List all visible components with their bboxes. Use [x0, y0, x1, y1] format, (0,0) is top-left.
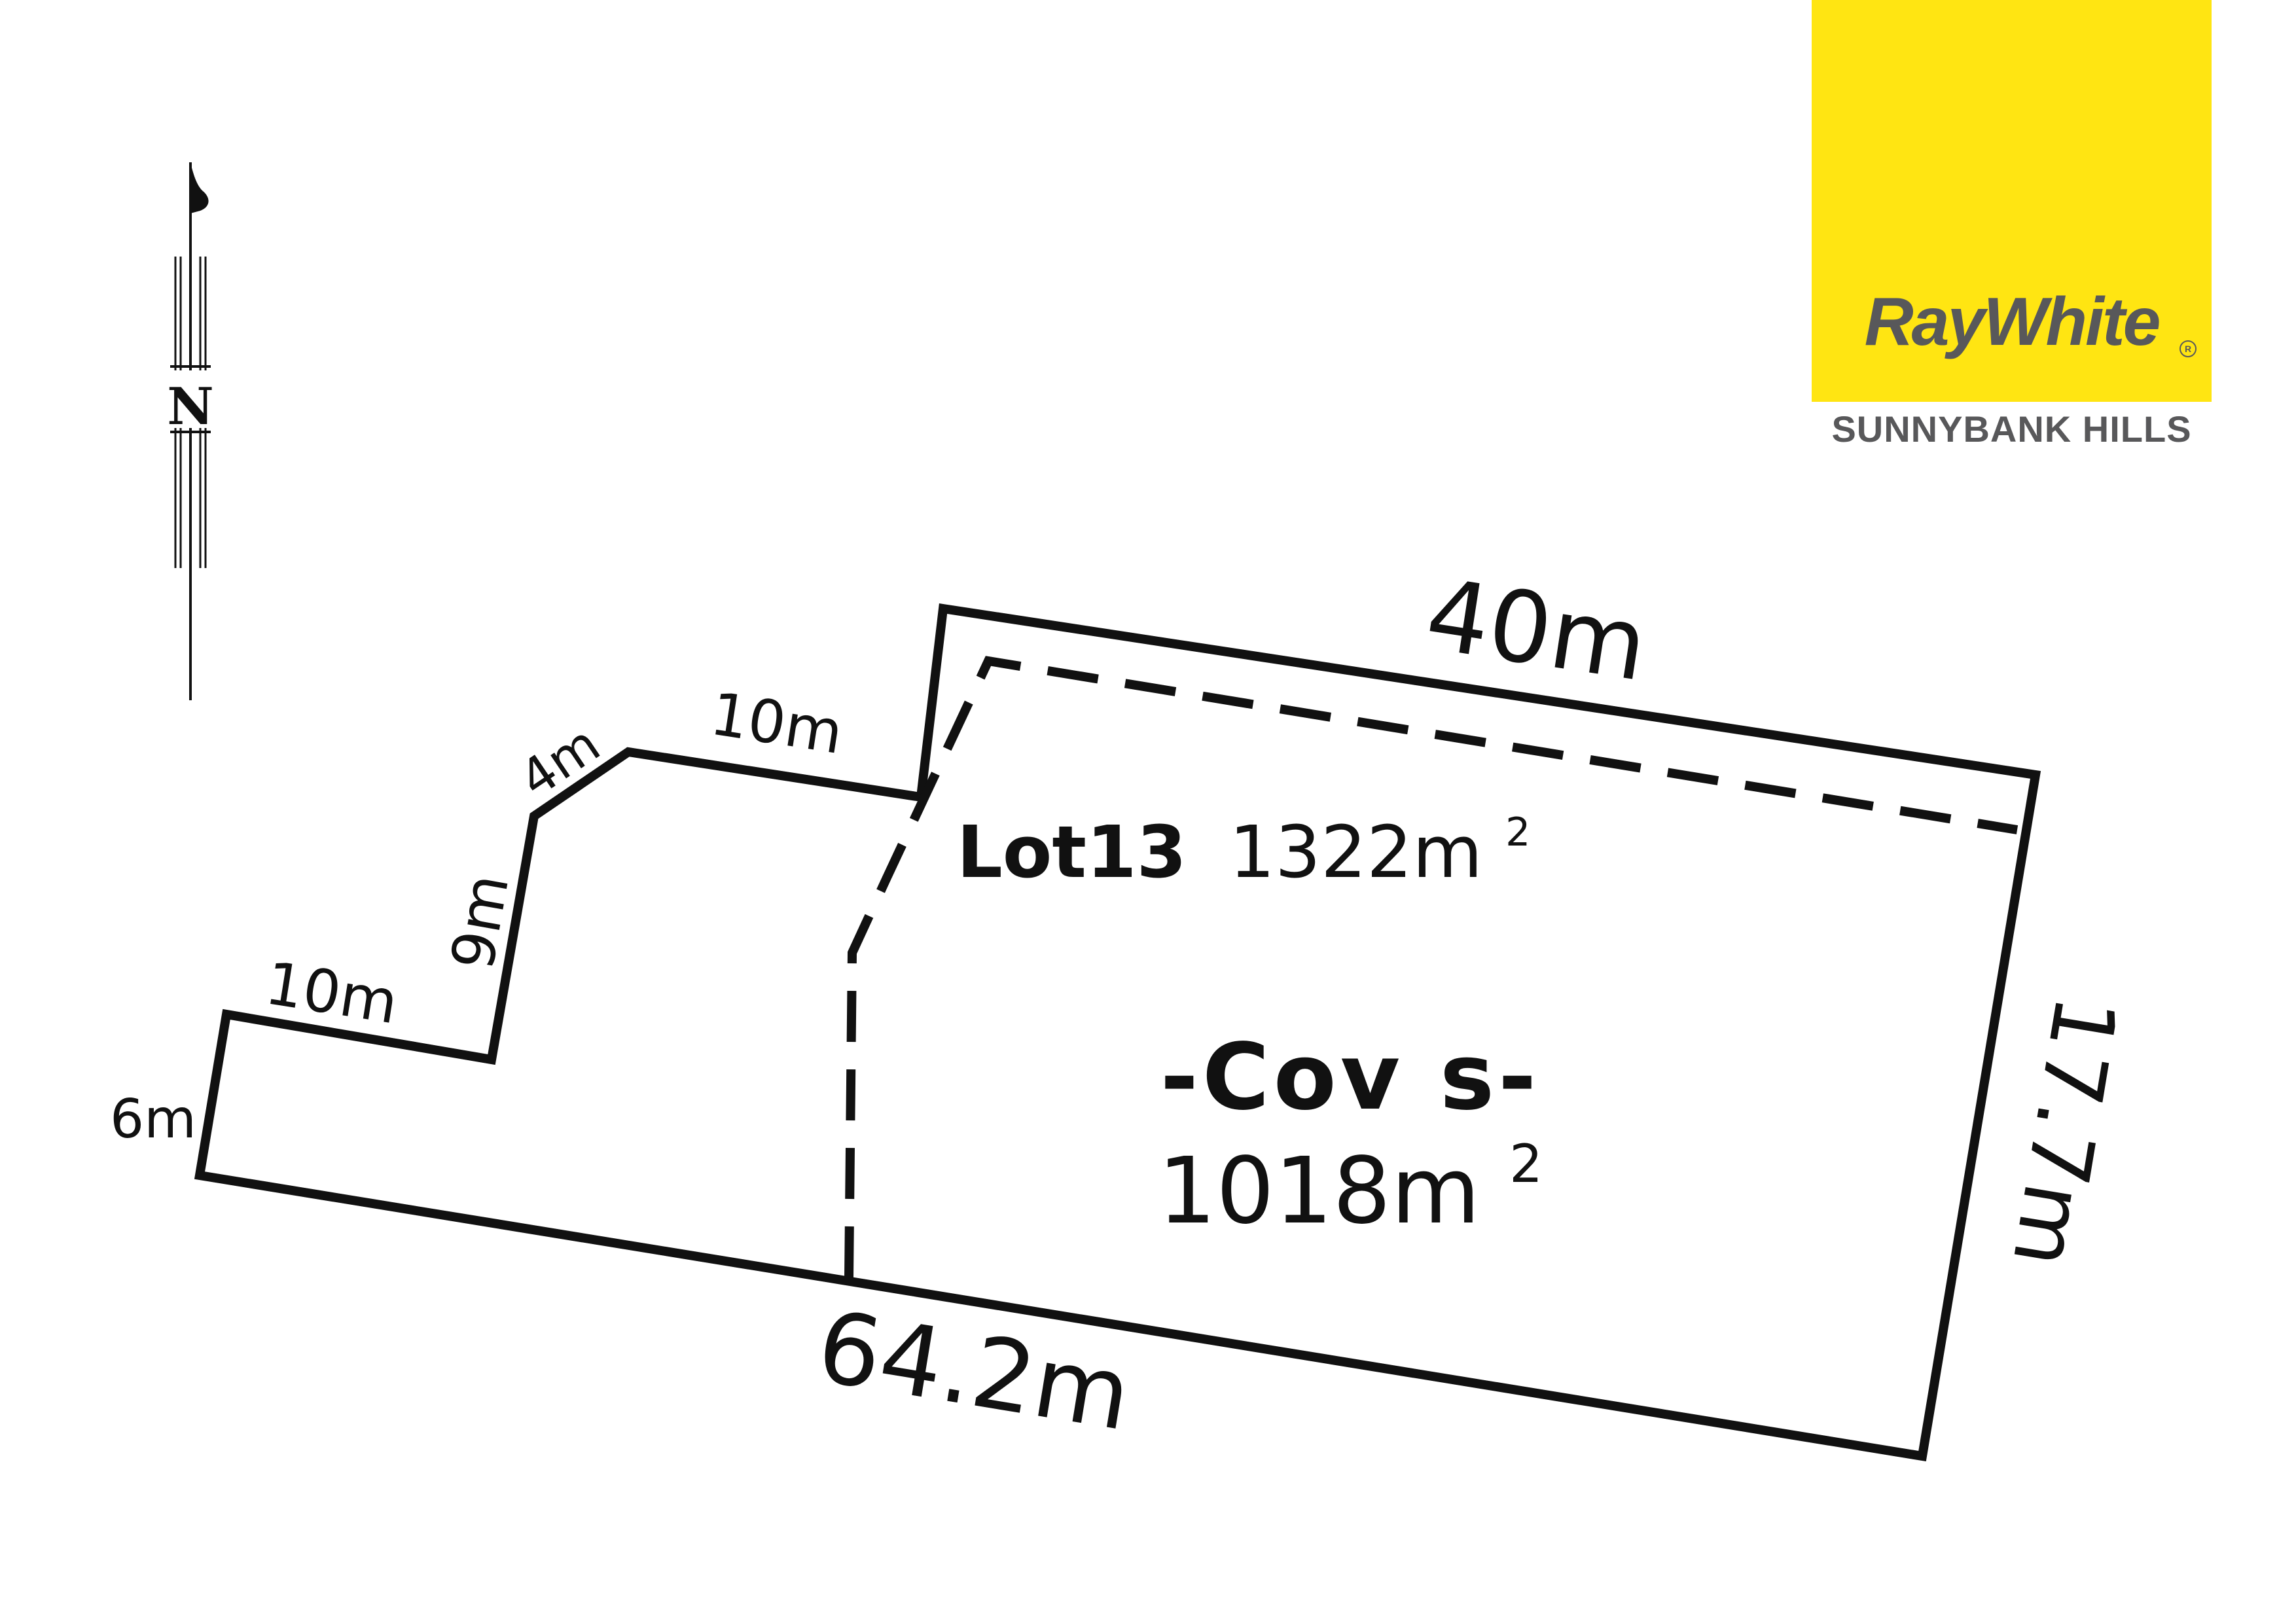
lot-label: Lot13 1322m 2 [957, 810, 1531, 894]
north-arrow-icon: N [167, 162, 214, 700]
covenant-area-sup: 2 [1509, 1133, 1543, 1194]
north-letter: N [167, 377, 213, 437]
lot-area: 1322m [1229, 810, 1482, 894]
office-name: SUNNYBANK HILLS [1831, 408, 2192, 450]
dimension-step-upper: 10m [706, 680, 848, 768]
registered-mark-icon: R [2179, 340, 2197, 357]
lot-name: Lot13 [957, 810, 1187, 894]
brand-logo-box [1812, 0, 2212, 402]
dimension-left: 6m [110, 1088, 196, 1150]
brand-logo: RayWhite [1864, 284, 2161, 360]
dimension-step-diagonal: 4m [509, 715, 610, 810]
covenant-area: 1018m [1158, 1138, 1480, 1245]
dimension-right: 17.7m [1993, 990, 2136, 1274]
lot-area-sup: 2 [1505, 810, 1530, 855]
covenant-area-label: 1018m 2 [1158, 1133, 1543, 1245]
dimension-step-vertical: 9m [439, 869, 523, 974]
lot-boundary [194, 603, 2041, 1462]
covenant-label: -Cov s- [1160, 1024, 1540, 1131]
covenant-boundary [844, 656, 2018, 1278]
dimension-top: 40m [1419, 558, 1654, 704]
dimension-bottom: 64.2m [810, 1290, 1138, 1453]
